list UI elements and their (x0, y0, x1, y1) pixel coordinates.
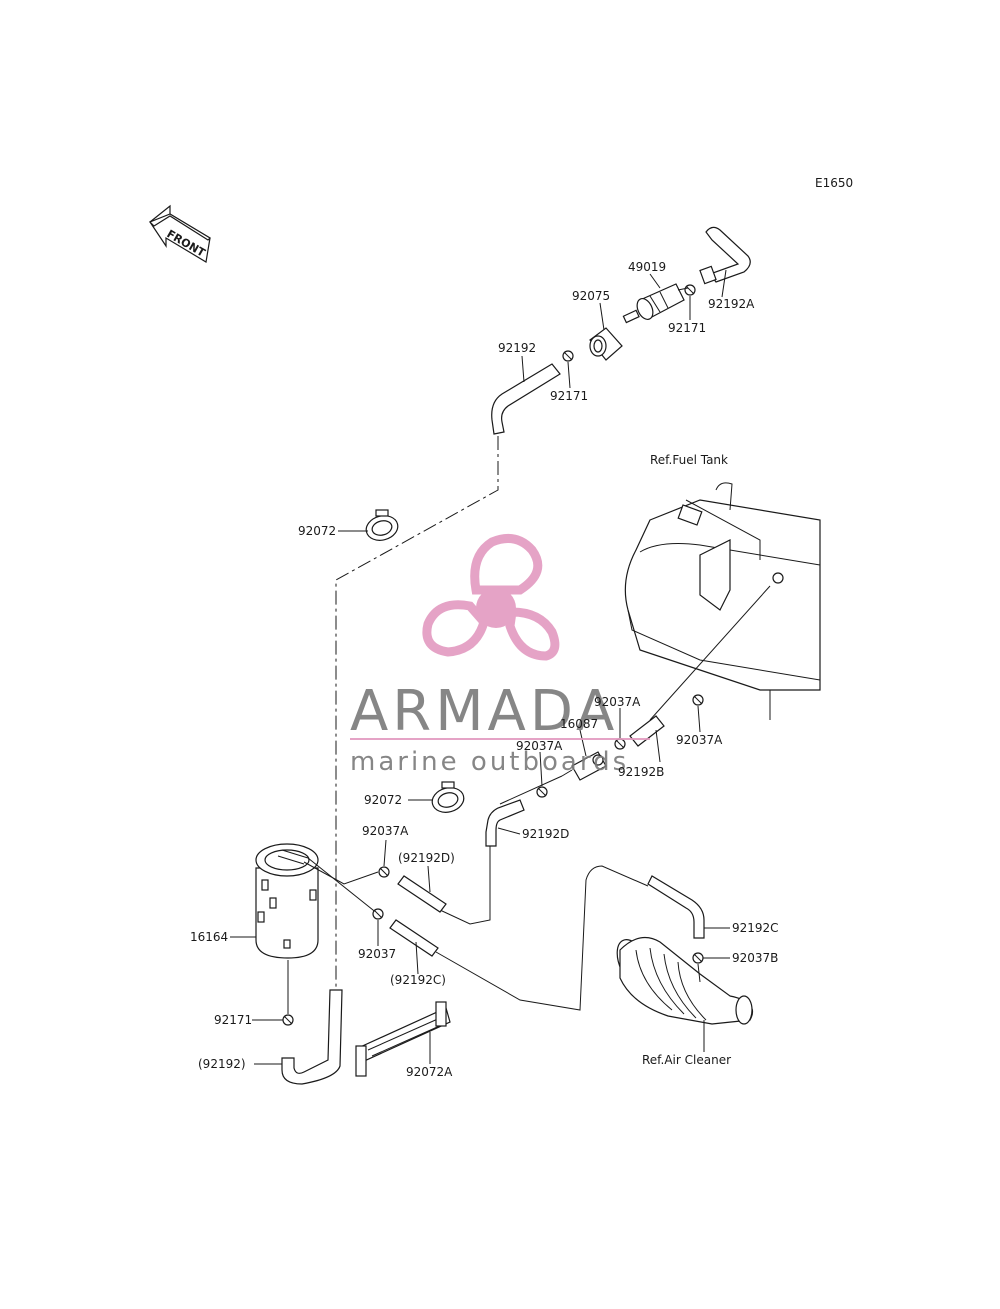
propeller-icon (422, 533, 560, 661)
label-92072-mid[interactable]: 92072 (364, 793, 402, 807)
canister-16164[interactable] (255, 843, 319, 959)
label-92075[interactable]: 92075 (572, 289, 610, 303)
fuel-filter-49019[interactable] (622, 283, 689, 324)
label-16164[interactable]: 16164 (190, 930, 228, 944)
label-16087[interactable]: 16087 (560, 717, 598, 731)
label-92192b[interactable]: 92192B (618, 765, 664, 779)
fuel-tank-ref (624, 482, 821, 720)
hose-92192b[interactable] (629, 715, 665, 747)
front-arrow-icon: FRONT (148, 204, 211, 263)
hose-92192d-paren[interactable] (397, 875, 447, 913)
hose-92192c[interactable] (647, 875, 705, 939)
label-92192c-paren[interactable]: (92192C) (390, 973, 446, 987)
clamp-92037a-b[interactable] (536, 786, 548, 798)
valve-16087[interactable] (561, 751, 607, 781)
label-92037a-d[interactable]: 92037A (362, 824, 409, 838)
watermark-logo: ARMADA marine outboards (350, 533, 650, 777)
clamp-92037b[interactable] (692, 952, 704, 964)
clamp-92171-bot[interactable] (282, 1014, 294, 1026)
label-49019[interactable]: 49019 (628, 260, 666, 274)
hose-92192c-paren[interactable] (389, 919, 439, 957)
air-cleaner-ref (616, 936, 754, 1025)
label-92037a-b[interactable]: 92037A (516, 739, 563, 753)
label-92072-top[interactable]: 92072 (298, 524, 336, 538)
label-ref-air-cleaner: Ref.Air Cleaner (642, 1053, 731, 1067)
label-92037a-c[interactable]: 92037A (676, 733, 723, 747)
hose-92192[interactable] (491, 363, 561, 435)
clamp-92072-top[interactable] (363, 509, 400, 544)
cap-92075[interactable] (589, 327, 623, 361)
label-92192[interactable]: 92192 (498, 341, 536, 355)
clamp-92037a-d[interactable] (378, 866, 390, 878)
hose-92192d[interactable] (485, 799, 525, 847)
label-92192a[interactable]: 92192A (708, 297, 755, 311)
label-92171-mid[interactable]: 92171 (550, 389, 588, 403)
label-92037b[interactable]: 92037B (732, 951, 778, 965)
clamp-92171-top[interactable] (684, 284, 696, 296)
label-92192d-paren[interactable]: (92192D) (398, 851, 455, 865)
clamp-92037a-c[interactable] (692, 694, 704, 706)
label-92171-bot[interactable]: 92171 (214, 1013, 252, 1027)
hose-92192-paren[interactable] (281, 989, 343, 1085)
clamp-92037a-a[interactable] (614, 738, 626, 750)
label-92192d[interactable]: 92192D (522, 827, 569, 841)
label-ref-fuel-tank: Ref.Fuel Tank (650, 453, 728, 467)
watermark-tagline: marine outboards (350, 747, 629, 777)
label-92072a[interactable]: 92072A (406, 1065, 453, 1079)
label-92192c[interactable]: 92192C (732, 921, 779, 935)
label-92171-top[interactable]: 92171 (668, 321, 706, 335)
diagram-code: E1650 (815, 176, 853, 190)
clamp-92072-mid[interactable] (429, 781, 466, 816)
label-92192-paren[interactable]: (92192) (198, 1057, 246, 1071)
hose-92192a[interactable] (699, 226, 751, 285)
watermark-brand: ARMADA (350, 679, 618, 744)
label-92037[interactable]: 92037 (358, 947, 396, 961)
label-92037a-a[interactable]: 92037A (594, 695, 641, 709)
strap-92072a[interactable] (355, 1001, 451, 1077)
clamp-92037[interactable] (372, 908, 384, 920)
clamp-92171-mid[interactable] (562, 350, 574, 362)
